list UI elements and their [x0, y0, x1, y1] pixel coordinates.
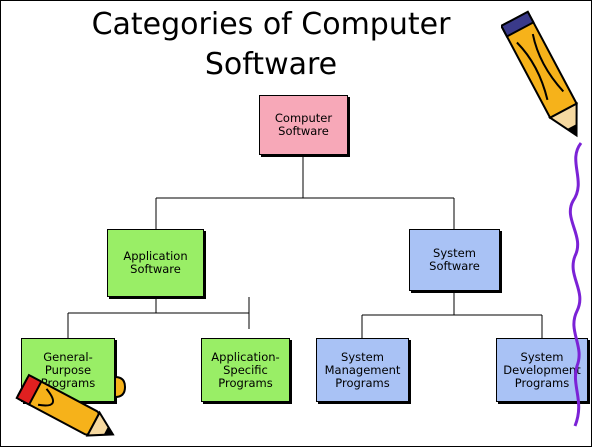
node-application-specific-programs: Application- Specific Programs [201, 338, 290, 402]
crayon-icon [15, 373, 127, 437]
pencil-icon [501, 10, 578, 138]
slide-title: Categories of Computer Software [41, 5, 501, 85]
title-line-2: Software [204, 47, 338, 82]
title-line-1: Categories of Computer [91, 7, 451, 42]
node-system-software: System Software [409, 229, 500, 291]
node-application-software: Application Software [107, 229, 204, 297]
node-system-management-programs: System Management Programs [316, 338, 409, 402]
node-computer-software: Computer Software [259, 95, 348, 155]
node-system-development-programs: System Development Programs [496, 338, 588, 402]
squiggle-line [568, 142, 583, 427]
